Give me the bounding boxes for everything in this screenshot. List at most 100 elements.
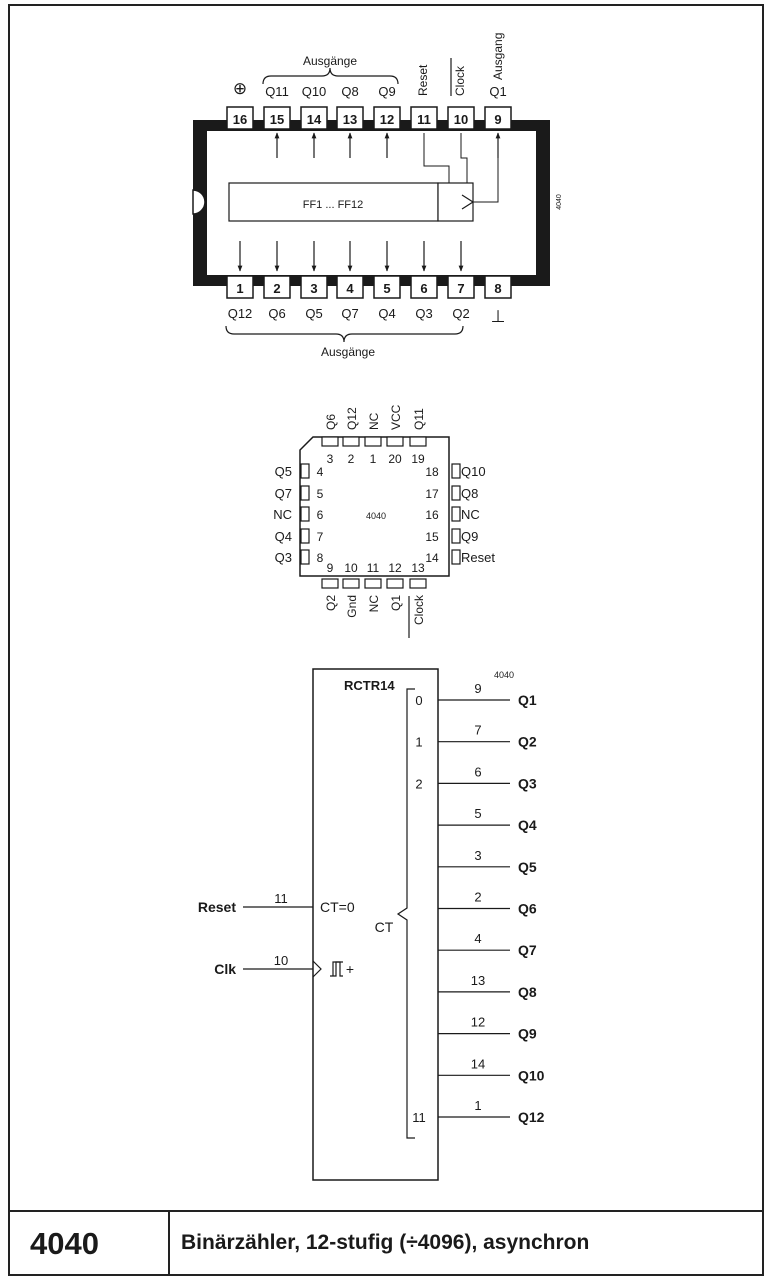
plcc-center-label: 4040 (366, 511, 386, 521)
reset-wire (423, 133, 450, 183)
plcc-pin-number: 16 (425, 508, 439, 522)
plcc-pin-label: Q12 (345, 407, 359, 430)
plcc20-pinout: 40403Q62Q121NC20VCC19Q119Q210Gnd11NC12Q1… (273, 404, 495, 638)
plcc-pad (342, 436, 360, 447)
clock-triangle (312, 960, 322, 978)
top-group-label: Ausgänge (303, 54, 357, 68)
pin-label-top: Q9 (378, 84, 395, 99)
pin-box (484, 106, 512, 130)
ct-bracket (396, 688, 415, 1139)
output-pin-number: 14 (471, 1056, 485, 1071)
output-bit: 11 (412, 1110, 426, 1125)
pin-label-bottom: Q6 (268, 306, 285, 321)
plcc-pad (409, 578, 427, 589)
output-pin-number: 2 (474, 890, 481, 905)
plcc-pad (321, 578, 339, 589)
pin-number: 8 (494, 281, 501, 296)
pin-box (447, 275, 475, 299)
pin-label-reset: Reset (416, 64, 430, 96)
pin-number: 4 (346, 281, 354, 296)
plcc-pin-label: NC (367, 412, 381, 430)
pin-number: 3 (310, 281, 317, 296)
plcc-pin-number: 15 (425, 530, 439, 544)
plcc-pin-number: 8 (317, 551, 324, 565)
plcc-pin-number: 11 (367, 561, 380, 575)
pin-label-bottom: Q4 (378, 306, 395, 321)
pin-number: 11 (417, 112, 431, 127)
pin-number: 2 (273, 281, 280, 296)
plcc-pin-label: Gnd (345, 595, 359, 618)
pin-box (410, 275, 438, 299)
pin-label-clock: Clock (453, 65, 467, 96)
pin-number: 16 (233, 112, 247, 127)
pin-label-q1: Q1 (489, 84, 506, 99)
output-name: Q5 (518, 859, 537, 875)
pin-number: 12 (380, 112, 394, 127)
pin-number: 14 (307, 112, 322, 127)
output-name: Q2 (518, 734, 537, 750)
plcc-pin-number: 13 (411, 561, 425, 575)
pin-number: 7 (457, 281, 464, 296)
plcc-pin-label: Q5 (275, 464, 292, 479)
pin-label-bottom: Q5 (305, 306, 322, 321)
pin-number: 6 (420, 281, 427, 296)
pin-label-bottom: Q2 (452, 306, 469, 321)
plcc-pin-label: Q11 (412, 408, 426, 430)
output-pin-number: 9 (474, 681, 481, 696)
pin-box (226, 275, 254, 299)
chip-description: Binärzähler, 12-stufig (÷4096), asynchro… (181, 1231, 590, 1254)
plcc-pad (300, 549, 310, 565)
pin-box (373, 275, 401, 299)
output-pin-number: 7 (474, 723, 481, 738)
clock-plus-label: + (346, 961, 354, 977)
plcc-pad (409, 436, 427, 447)
plcc-pin-label: Q1 (389, 595, 403, 611)
plcc-pin-number: 4 (317, 465, 324, 479)
q1-wire (473, 158, 499, 203)
plcc-pad (342, 578, 360, 589)
pin-box (300, 275, 328, 299)
output-bit: 2 (415, 776, 422, 791)
output-bit: 1 (415, 735, 422, 750)
output-name: Q12 (518, 1109, 545, 1125)
output-name: Q10 (518, 1067, 545, 1083)
plcc-pin-label: Q6 (324, 414, 338, 430)
schmitt-symbol-b (332, 961, 343, 977)
orientation-notch (192, 189, 206, 215)
vcc-symbol: ⊕ (233, 79, 247, 98)
output-pin-number: 3 (474, 848, 481, 863)
plcc-pad (386, 436, 404, 447)
output-name: Q7 (518, 942, 537, 958)
plcc-pin-number: 10 (344, 561, 358, 575)
plcc-pin-label: VCC (389, 404, 403, 430)
pin-box (447, 106, 475, 130)
plcc-pin-label: Q8 (461, 486, 478, 501)
plcc-pin-number: 20 (388, 452, 402, 466)
plcc-pad (451, 549, 461, 565)
top-brace (262, 67, 399, 85)
output-pin-number: 5 (474, 806, 481, 821)
clock-input-block (437, 182, 474, 222)
output-name: Q1 (518, 692, 537, 708)
plcc-pin-label: Clock (412, 594, 426, 625)
plcc-pin-number: 14 (425, 551, 439, 565)
plcc-pin-number: 6 (317, 508, 324, 522)
bottom-group-label: Ausgänge (321, 345, 375, 359)
plcc-pad (300, 528, 310, 544)
datasheet-frame (8, 4, 764, 1276)
plcc-pin-number: 2 (348, 452, 355, 466)
plcc-pad (386, 578, 404, 589)
counter-box (312, 668, 439, 1181)
pin-label-top: Q10 (302, 84, 327, 99)
output-name: Q3 (518, 775, 537, 791)
output-name: Q8 (518, 984, 537, 1000)
plcc-pad (451, 463, 461, 479)
ausgang-label: Ausgang (491, 33, 505, 80)
output-pin-number: 6 (474, 764, 481, 779)
plcc-pin-label: NC (461, 507, 480, 522)
input-name: Clk (214, 961, 236, 977)
pin-box (226, 106, 254, 130)
pin-label-top: Q11 (265, 84, 289, 99)
plcc-pin-number: 12 (388, 561, 402, 575)
